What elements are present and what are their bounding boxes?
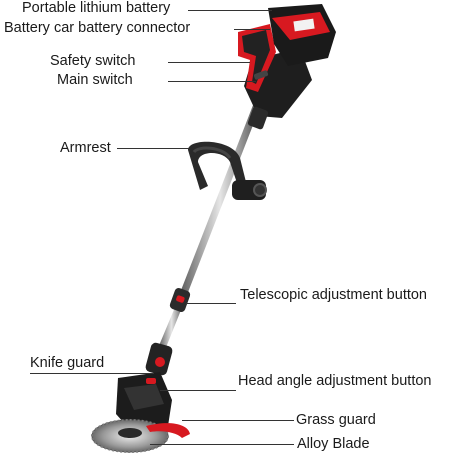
label-telescopic-adjustment-button: Telescopic adjustment button bbox=[240, 287, 427, 303]
callout-line-armrest bbox=[117, 148, 189, 149]
label-knife-guard: Knife guard bbox=[30, 355, 105, 371]
callout-line-main-switch bbox=[168, 81, 256, 82]
label-head-angle-adjustment-button: Head angle adjustment button bbox=[238, 373, 432, 389]
callout-line-alloy-blade bbox=[150, 444, 294, 445]
label-safety-switch: Safety switch bbox=[50, 53, 136, 69]
callout-line-telescopic-adjustment-button bbox=[186, 303, 236, 304]
callout-line-knife-guard bbox=[30, 373, 154, 374]
label-alloy-blade: Alloy Blade bbox=[297, 436, 370, 452]
label-grass-guard: Grass guard bbox=[296, 412, 376, 428]
callout-line-head-angle-adjustment-button bbox=[160, 390, 236, 391]
head-part bbox=[91, 342, 190, 453]
label-armrest: Armrest bbox=[60, 140, 111, 156]
callout-line-grass-guard bbox=[182, 420, 294, 421]
callout-line-battery-car-battery-connector bbox=[234, 29, 270, 30]
callout-line-portable-lithium-battery bbox=[188, 10, 272, 11]
label-portable-lithium-battery: Portable lithium battery bbox=[22, 0, 171, 16]
handle-battery-part bbox=[238, 4, 336, 130]
label-main-switch: Main switch bbox=[57, 72, 133, 88]
label-battery-car-battery-connector: Battery car battery connector bbox=[4, 20, 191, 36]
lower-shaft bbox=[158, 300, 185, 350]
upper-shaft bbox=[178, 100, 262, 300]
telescopic-adjustment-button-part bbox=[169, 288, 191, 312]
armrest-part bbox=[188, 141, 267, 200]
callout-line-safety-switch bbox=[168, 62, 250, 63]
